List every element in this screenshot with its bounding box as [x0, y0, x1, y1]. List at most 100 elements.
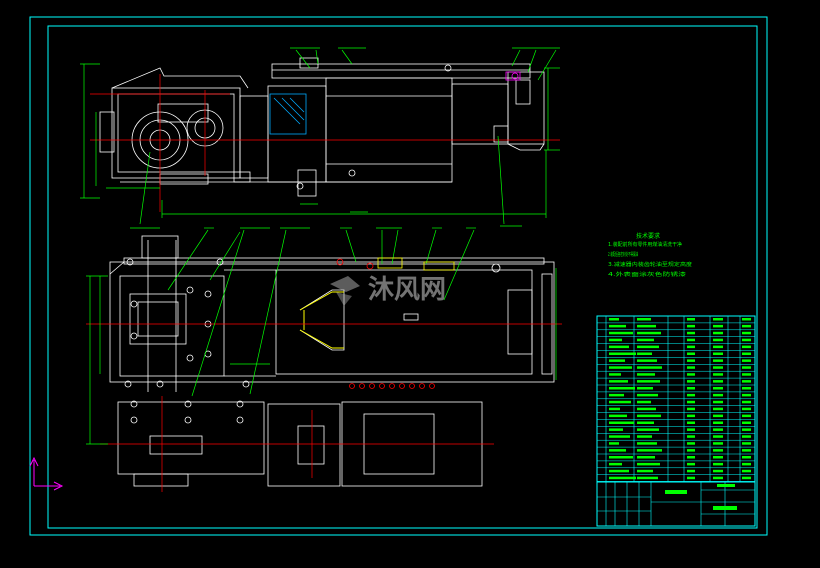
parts-list-entry: [609, 414, 627, 418]
parts-list-entry: [609, 442, 619, 445]
parts-list-entry: [742, 366, 751, 369]
parts-list-entry: [687, 345, 695, 349]
parts-list-entry: [713, 373, 723, 376]
parts-list-entry: [637, 462, 660, 466]
parts-list-entry: [637, 331, 661, 335]
parts-list-entry: [742, 476, 751, 480]
parts-list-entry: [609, 352, 636, 355]
parts-list-entry: [687, 387, 695, 390]
parts-list-entry: [713, 469, 723, 473]
parts-list-entry: [637, 366, 662, 369]
parts-list-entry: [609, 407, 620, 411]
parts-list-entry: [609, 476, 636, 480]
parts-list-entry: [713, 366, 723, 369]
parts-list-entry: [713, 435, 723, 438]
parts-list-entry: [742, 359, 751, 362]
front-elevation-hatch: [269, 93, 307, 135]
parts-list-table: [596, 315, 756, 483]
parts-list-entry: [713, 345, 723, 349]
parts-list-entry: [687, 449, 695, 452]
parts-list-entry: [713, 380, 723, 383]
parts-list-entry: [637, 421, 654, 424]
parts-list-entry: [609, 449, 626, 452]
parts-list-entry: [609, 393, 624, 397]
ucs-axis-icon: [29, 456, 64, 491]
parts-list-entry: [713, 393, 723, 397]
parts-list-entry: [637, 338, 654, 342]
notes-line: 2.装配后各密封处不得漏油: [608, 251, 638, 258]
parts-list-entry: [609, 462, 622, 466]
parts-list-entry: [609, 338, 622, 342]
parts-list-entry: [713, 387, 723, 390]
parts-list-entry: [609, 469, 629, 473]
parts-list-entry: [742, 345, 751, 349]
parts-list-entry: [687, 331, 695, 335]
parts-list-entry: [637, 393, 658, 397]
parts-list-entry: [637, 373, 655, 376]
parts-list-entry: [609, 359, 625, 362]
parts-list-entry: [609, 456, 633, 459]
parts-list-entry: [609, 318, 619, 321]
parts-list-entry: [742, 469, 751, 473]
parts-list-entry: [637, 435, 652, 438]
parts-list-entry: [687, 456, 695, 459]
technical-notes: 技术要求 1.装配前所有零件用煤油清洗干净 2.装配后各密封处不得漏油 3.减速…: [608, 232, 692, 278]
parts-list-entry: [742, 449, 751, 452]
parts-list-entry: [637, 318, 651, 321]
parts-list-entry: [687, 318, 695, 321]
parts-list-entry: [742, 400, 751, 404]
notes-line: 3.减速器内装齿轮油至规定高度: [608, 261, 692, 268]
parts-list-entry: [687, 359, 695, 362]
parts-list-entry: [713, 324, 723, 328]
parts-list-entry: [687, 324, 695, 328]
parts-list-entry: [609, 345, 629, 349]
plan-view-bolts: [124, 258, 501, 424]
parts-list-entry: [637, 428, 659, 431]
parts-list-entry: [637, 449, 662, 452]
parts-list-entry: [713, 414, 723, 418]
parts-list-entry: [687, 393, 695, 397]
parts-list-entry: [687, 421, 695, 424]
parts-list-entry: [687, 428, 695, 431]
parts-list-entry: [637, 324, 656, 328]
drawing-frame: [29, 16, 768, 536]
parts-list-entry: [742, 421, 751, 424]
parts-list-entry: [637, 352, 652, 355]
plan-view-centerlines: [86, 323, 562, 492]
parts-list-entry: [742, 456, 751, 459]
parts-list-entry: [687, 442, 695, 445]
parts-list-entry: [637, 442, 657, 445]
parts-list-entry: [637, 387, 653, 390]
notes-line: 1.装配前所有零件用煤油清洗干净: [608, 241, 682, 248]
parts-list-entry: [713, 456, 723, 459]
parts-list-entry: [713, 338, 723, 342]
front-elevation-centerlines: [90, 74, 560, 212]
parts-list-entry: [742, 331, 751, 335]
parts-list-entry: [637, 414, 661, 418]
parts-list-entry: [609, 366, 632, 369]
parts-list-entry: [713, 318, 723, 321]
parts-list-entry: [609, 421, 634, 424]
parts-list-entry: [637, 359, 657, 362]
parts-list-entry: [637, 456, 655, 459]
parts-list-entry: [713, 428, 723, 431]
parts-list-entry: [742, 414, 751, 418]
parts-list-entry: [687, 407, 695, 411]
parts-list-entry: [742, 442, 751, 445]
parts-list-entry: [687, 462, 695, 466]
parts-list-entry: [742, 407, 751, 411]
parts-list-entry: [713, 442, 723, 445]
parts-list-entry: [742, 380, 751, 383]
parts-list-entry: [742, 462, 751, 466]
parts-list-entry: [713, 476, 723, 480]
parts-list-entry: [687, 435, 695, 438]
parts-list-entry: [609, 435, 630, 438]
notes-line: 4.外表面涂灰色防锈漆: [608, 271, 686, 278]
parts-list-entry: [713, 407, 723, 411]
parts-list-entry: [713, 449, 723, 452]
parts-list-entry: [637, 400, 651, 404]
parts-list-entry: [609, 331, 633, 335]
front-elevation-accent: [505, 71, 521, 81]
title-block-frame: [596, 481, 756, 527]
